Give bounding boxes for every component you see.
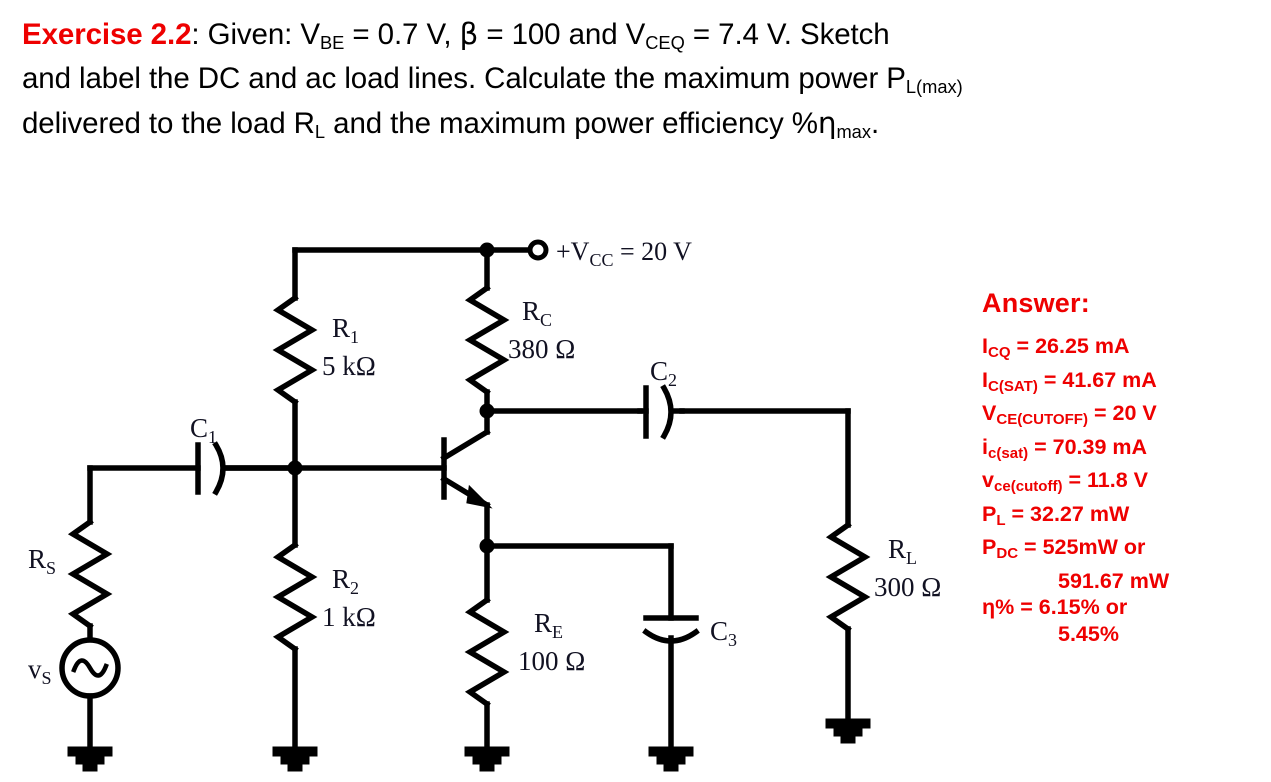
ground-symbol-rl — [825, 718, 871, 744]
resistor-r2-zigzag — [272, 541, 318, 653]
answer-subscript: CE(CUTOFF) — [996, 411, 1089, 429]
answer-subscript: C(SAT) — [987, 377, 1038, 395]
transistor-emitter-arrow — [466, 484, 493, 509]
answer-line: η% = 6.15% or — [982, 594, 1271, 621]
node-dot-collector — [479, 403, 495, 419]
answer-line: PL = 32.27 mW — [982, 501, 1271, 535]
exercise-colon: : — [191, 18, 200, 51]
eta-max-subscript: max — [836, 121, 871, 143]
answer-subscript: c(sat) — [987, 444, 1029, 462]
answer-symbol: V — [982, 401, 997, 426]
label-rc-name: RC — [522, 296, 552, 330]
answer-symbol: I — [982, 334, 988, 358]
resistor-rs-zigzag — [67, 518, 113, 630]
answer-value: = 525mW or — [1018, 535, 1146, 560]
answer-value: 5.45% — [1058, 621, 1119, 646]
given-text-c: = 100 and V — [478, 18, 646, 51]
task-text-b: delivered to the load R — [22, 107, 315, 141]
ac-source-sine-wave — [71, 658, 109, 678]
answer-subscript: DC — [996, 545, 1019, 563]
beta-symbol: β — [459, 17, 479, 51]
answer-value: = 26.25 mA — [1010, 334, 1130, 358]
label-r2-name: R2 — [332, 564, 359, 598]
problem-line-3: delivered to the load RL and the maximum… — [22, 105, 1262, 150]
label-rl-name: RL — [888, 534, 917, 568]
ground-symbol-r2 — [272, 746, 318, 772]
transistor-collector-lead — [440, 428, 491, 462]
answer-value: = 70.39 mA — [1028, 434, 1148, 459]
task-text-a: and label the DC and ac load lines. Calc… — [22, 62, 906, 96]
exercise-label: Exercise 2.2 — [22, 18, 192, 51]
answer-subscript: ce(cutoff) — [993, 478, 1063, 496]
label-rl-value: 300 Ω — [874, 572, 941, 602]
label-vcc: +VCC = 20 V — [556, 237, 692, 270]
resistor-r1-zigzag — [272, 294, 318, 406]
label-rc-value: 380 Ω — [508, 334, 575, 364]
label-re-value: 100 Ω — [518, 646, 585, 676]
eta-symbol: η — [817, 106, 837, 141]
answer-symbol: P — [982, 535, 997, 560]
answer-subscript: L — [996, 511, 1006, 529]
resistor-re-zigzag — [464, 596, 510, 708]
resistor-rl-zigzag — [825, 521, 871, 633]
rl-subscript: L — [314, 121, 326, 143]
answer-line: 591.67 mW — [982, 568, 1271, 595]
node-dot-base — [287, 460, 303, 476]
answer-value: = 32.27 mW — [1005, 501, 1130, 526]
label-c2: C2 — [650, 356, 677, 390]
label-r2-value: 1 kΩ — [322, 602, 376, 632]
resistor-rc-zigzag — [464, 284, 510, 396]
answer-value: = 20 V — [1088, 401, 1157, 426]
vceq-subscript: CEQ — [645, 32, 685, 54]
answer-line: PDC = 525mW or — [982, 534, 1271, 568]
ground-symbol-vs — [67, 746, 113, 772]
problem-line-2: and label the DC and ac load lines. Calc… — [22, 61, 1262, 105]
task-text-period: . — [870, 107, 880, 141]
answer-symbol: i — [982, 434, 988, 459]
answer-value: = 6.15% or — [1014, 595, 1128, 620]
circuit-diagram: +VCC = 20 V R1 5 kΩ RC 380 Ω C2 C1 RS vS — [0, 200, 980, 782]
label-vs: vS — [28, 654, 52, 688]
ground-symbol-c3 — [648, 746, 694, 772]
answer-symbol: P — [982, 501, 997, 526]
vcc-terminal-open-circle — [527, 239, 549, 261]
answer-line: ICQ = 26.25 mA — [982, 333, 1271, 367]
answer-line: VCE(CUTOFF) = 20 V — [982, 400, 1271, 434]
answer-line: IC(SAT) = 41.67 mA — [982, 367, 1271, 401]
given-text-a: Given: V — [199, 18, 320, 51]
ground-symbols — [67, 718, 871, 772]
given-text-b: = 0.7 V, — [344, 18, 460, 51]
answer-symbol: v — [982, 468, 994, 493]
node-dot-vcc-rail — [479, 242, 495, 258]
answer-line: vce(cutoff) = 11.8 V — [982, 467, 1271, 501]
ground-symbol-re — [464, 746, 510, 772]
answer-value: = 41.67 mA — [1037, 367, 1157, 392]
answer-line: ic(sat) = 70.39 mA — [982, 434, 1271, 468]
given-text-d: = 7.4 V. Sketch — [684, 18, 890, 51]
node-dot-emitter — [479, 538, 495, 554]
answer-value: = 11.8 V — [1062, 468, 1148, 493]
answer-symbol: I — [982, 367, 988, 392]
problem-statement: Exercise 2.2: Given: VBE = 0.7 V, β = 10… — [22, 16, 1262, 150]
answer-value: 591.67 mW — [1058, 568, 1170, 593]
task-text-c: and the maximum power efficiency % — [325, 107, 818, 141]
vbe-subscript: BE — [319, 32, 345, 54]
label-r1-name: R1 — [332, 313, 359, 347]
answer-subscript: CQ — [987, 344, 1011, 362]
label-c1: C1 — [190, 413, 217, 447]
pl-max-subscript: L(max) — [905, 76, 963, 98]
problem-line-1: Exercise 2.2: Given: VBE = 0.7 V, β = 10… — [22, 16, 1262, 61]
label-c3: C3 — [710, 616, 737, 650]
answer-line: 5.45% — [982, 621, 1271, 648]
answer-symbol: η% — [982, 595, 1015, 620]
label-r1-value: 5 kΩ — [322, 351, 376, 381]
label-re-name: RE — [534, 608, 563, 642]
answer-title: Answer: — [982, 288, 1090, 318]
label-rs: RS — [28, 544, 56, 578]
